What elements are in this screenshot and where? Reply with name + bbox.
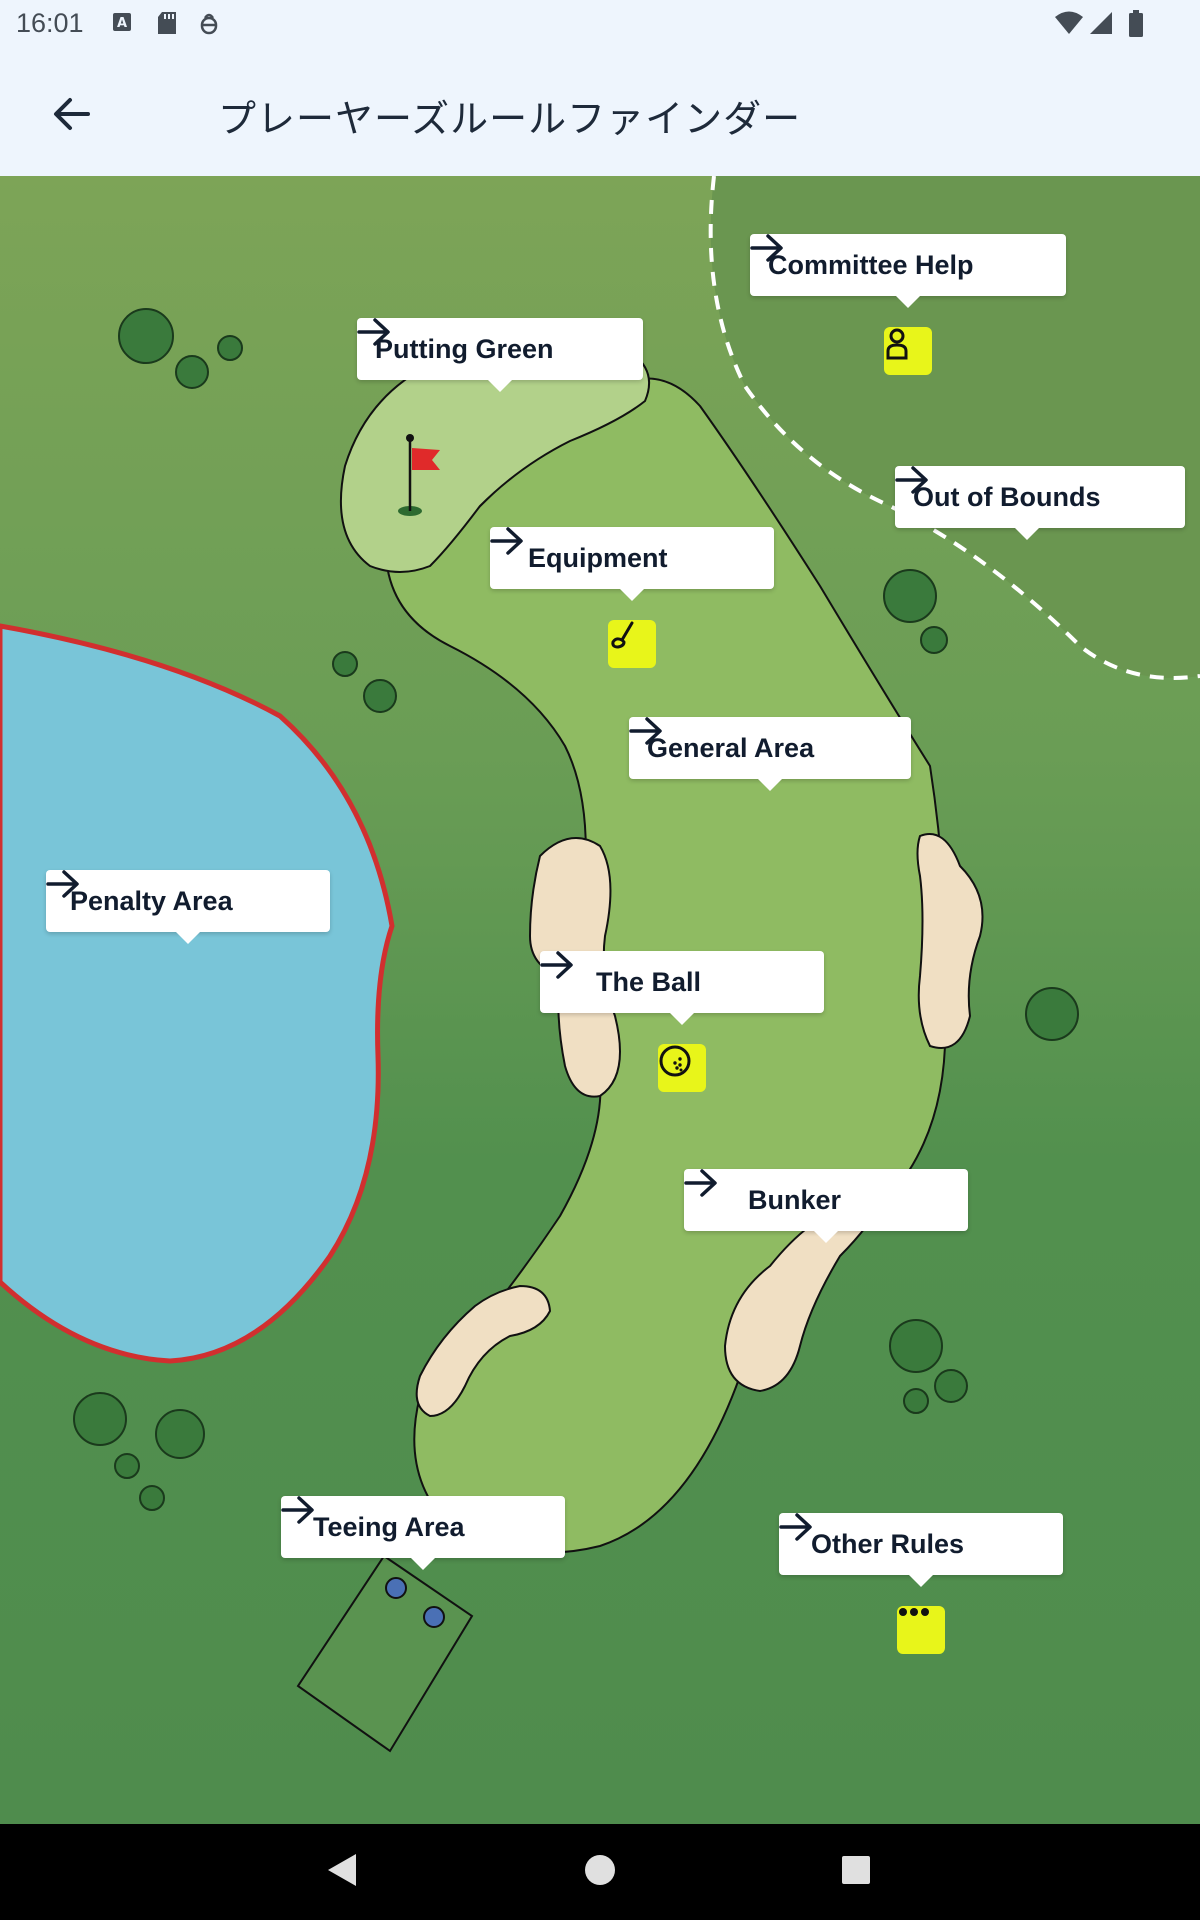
arrow-right-icon xyxy=(895,466,928,494)
callout-label: Other Rules xyxy=(811,1528,965,1559)
callout-label: Equipment xyxy=(528,542,668,573)
callout-label: Bunker xyxy=(748,1184,842,1215)
other-rules-marker[interactable] xyxy=(897,1606,945,1654)
teeing-area-button[interactable]: Teeing Area xyxy=(281,1496,565,1570)
penalty-area-button[interactable]: Penalty Area xyxy=(46,870,330,944)
flag xyxy=(412,448,440,470)
svg-text:A: A xyxy=(117,16,127,31)
general-area-button[interactable]: General Area xyxy=(629,717,911,791)
out-of-bounds-line xyxy=(708,176,1200,680)
arrow-right-icon xyxy=(629,717,662,745)
nav-back-icon[interactable] xyxy=(326,1852,358,1892)
status-time: 16:01 xyxy=(16,8,84,38)
nav-home-icon[interactable] xyxy=(584,1852,616,1892)
status-bar: 16:01 A xyxy=(0,0,1200,48)
back-button[interactable] xyxy=(40,82,104,146)
nav-recents-icon[interactable] xyxy=(840,1852,872,1892)
more-dots-icon xyxy=(899,1608,929,1616)
the-ball-marker[interactable] xyxy=(658,1044,706,1092)
other-rules-button[interactable]: Other Rules xyxy=(779,1513,1063,1587)
battery-icon xyxy=(1128,10,1144,42)
bunker-button[interactable]: Bunker xyxy=(684,1169,968,1243)
keyboard-a-icon: A xyxy=(112,10,132,38)
golf-course-map: Committee Help Putting Green Out of Boun… xyxy=(0,176,1200,1824)
callout-label: General Area xyxy=(647,732,815,763)
tee-box xyxy=(296,1554,474,1753)
bunker-bottom-left xyxy=(415,1284,552,1418)
navigation-bar xyxy=(0,1824,1200,1920)
arrow-right-icon xyxy=(779,1513,812,1541)
trees xyxy=(73,308,1079,1511)
callout-label: Penalty Area xyxy=(70,885,233,916)
callout-label: Committee Help xyxy=(768,249,974,280)
page-title: プレーヤーズルールファインダー xyxy=(218,97,802,141)
penalty-area-water xyxy=(0,623,395,1364)
callout-label: Teeing Area xyxy=(313,1511,465,1542)
sd-card-icon xyxy=(156,10,178,40)
out-of-bounds-button[interactable]: Out of Bounds xyxy=(895,466,1185,540)
arrow-right-icon xyxy=(357,318,390,346)
arrow-right-icon xyxy=(490,527,523,555)
equipment-button[interactable]: Equipment xyxy=(490,527,774,601)
the-ball-button[interactable]: The Ball xyxy=(540,951,824,1025)
arrow-right-icon xyxy=(750,234,783,262)
tee-marker xyxy=(423,1606,445,1628)
arrow-right-icon xyxy=(281,1496,314,1524)
equipment-marker[interactable] xyxy=(608,620,656,668)
committee-help-marker[interactable] xyxy=(884,327,932,375)
debug-icon xyxy=(198,10,220,40)
app-bar: プレーヤーズルールファインダー xyxy=(0,48,1200,176)
arrow-right-icon xyxy=(46,870,79,898)
bunker-right xyxy=(916,833,984,1049)
wifi-icon xyxy=(1054,10,1084,40)
person-icon xyxy=(886,328,908,360)
arrow-right-icon xyxy=(684,1169,717,1197)
tee-marker xyxy=(385,1577,407,1599)
arrow-right-icon xyxy=(540,951,573,979)
arrow-left-icon xyxy=(54,98,90,130)
golf-club-icon xyxy=(611,621,634,649)
committee-help-button[interactable]: Committee Help xyxy=(750,234,1066,308)
putting-green-button[interactable]: Putting Green xyxy=(357,318,643,392)
callout-label: Out of Bounds xyxy=(913,481,1101,512)
callout-label: Putting Green xyxy=(375,333,554,364)
callout-label: The Ball xyxy=(596,966,702,997)
cell-signal-icon xyxy=(1088,10,1114,40)
out-of-bounds-zone xyxy=(710,176,1200,678)
golf-ball-icon xyxy=(659,1045,691,1077)
